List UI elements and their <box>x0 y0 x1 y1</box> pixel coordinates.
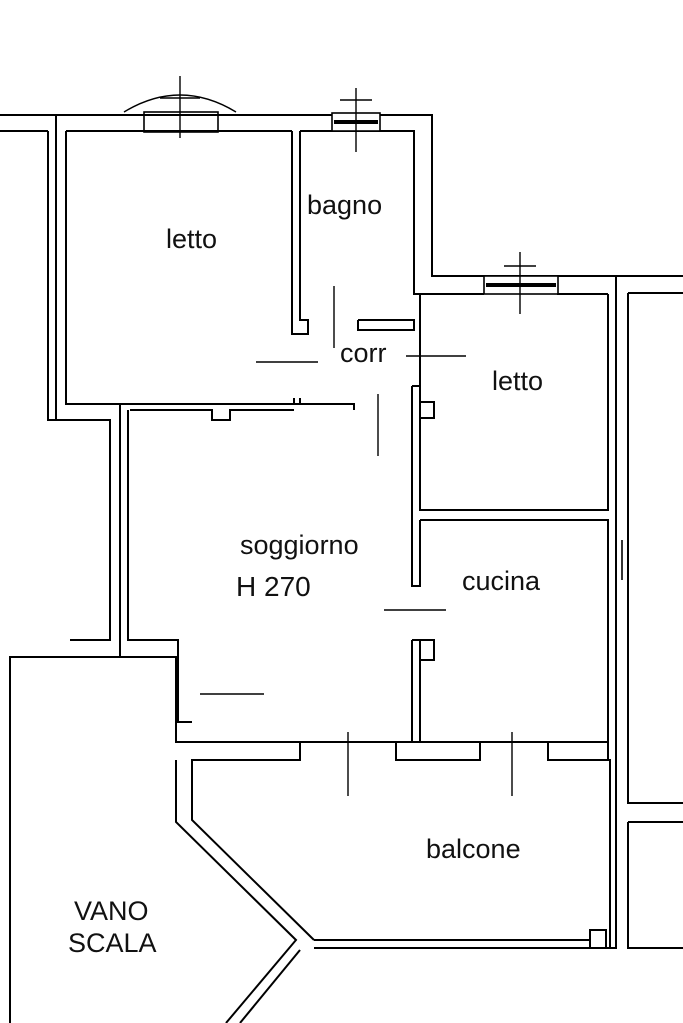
label-vano: VANO <box>74 896 149 926</box>
interior-walls <box>192 131 609 761</box>
label-height: H 270 <box>236 571 311 602</box>
room-labels: letto bagno corr letto soggiorno H 270 c… <box>68 190 543 958</box>
label-corr: corr <box>340 338 387 368</box>
label-bagno: bagno <box>307 190 382 220</box>
label-letto-1: letto <box>166 224 217 254</box>
label-cucina: cucina <box>462 566 541 596</box>
label-scala: SCALA <box>68 928 157 958</box>
label-soggiorno: soggiorno <box>240 530 359 560</box>
outer-walls <box>0 114 683 1023</box>
label-balcone: balcone <box>426 834 521 864</box>
label-letto-2: letto <box>492 366 543 396</box>
openings <box>123 76 623 796</box>
